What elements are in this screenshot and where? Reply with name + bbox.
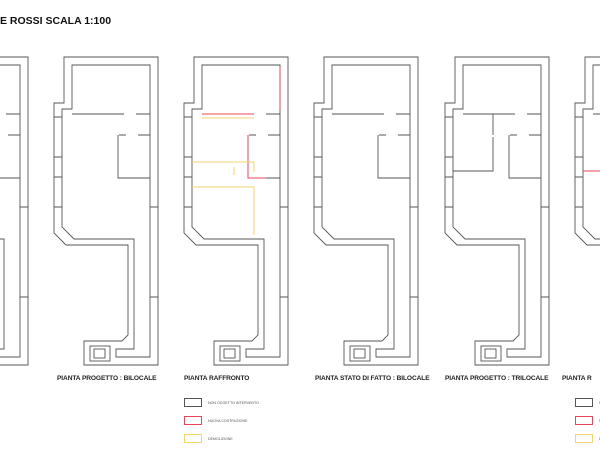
legend-swatch — [184, 398, 202, 407]
legend-swatch — [575, 434, 593, 443]
plan-partial-right — [574, 56, 600, 366]
plan-label: PIANTA R — [562, 375, 592, 382]
legend-label: DEMOLIZIONE — [208, 436, 233, 441]
legend-label: NON OGGETTO INTERVENTO — [208, 400, 259, 405]
legend-item-existing: NON OGGETTO INTERVENTO — [184, 398, 259, 407]
legend-right-existing: N — [575, 398, 600, 407]
legend-item-new: NUOVA COSTRUZIONE — [184, 416, 247, 425]
plan-partial-left — [0, 56, 29, 366]
plan-progetto-trilocale — [444, 56, 550, 366]
new-walls — [202, 67, 281, 179]
legend-label: NUOVA COSTRUZIONE — [208, 418, 248, 423]
plan-label: PIANTA PROGETTO : TRILOCALE — [445, 375, 549, 382]
legend-swatch — [575, 416, 593, 425]
legend-swatch — [184, 416, 202, 425]
legend-swatch — [575, 398, 593, 407]
plan-progetto-bilocale — [53, 56, 159, 366]
legend-right-demolition: D — [575, 434, 600, 443]
legend-swatch — [184, 434, 202, 443]
plan-raffronto — [183, 56, 289, 366]
legend-right-new: N — [575, 416, 600, 425]
demolished-walls — [192, 117, 255, 235]
sheet-title: E ROSSI SCALA 1:100 — [0, 15, 112, 27]
plan-label: PIANTA STATO DI FATTO : BILOCALE — [315, 375, 430, 382]
plan-label: PIANTA PROGETTO : BILOCALE — [57, 375, 157, 382]
legend-item-demolition: DEMOLIZIONE — [184, 434, 233, 443]
plan-label: PIANTA RAFFRONTO — [184, 375, 250, 382]
plan-stato-di-fatto-bilocale — [313, 56, 419, 366]
new-partitions — [453, 114, 494, 172]
